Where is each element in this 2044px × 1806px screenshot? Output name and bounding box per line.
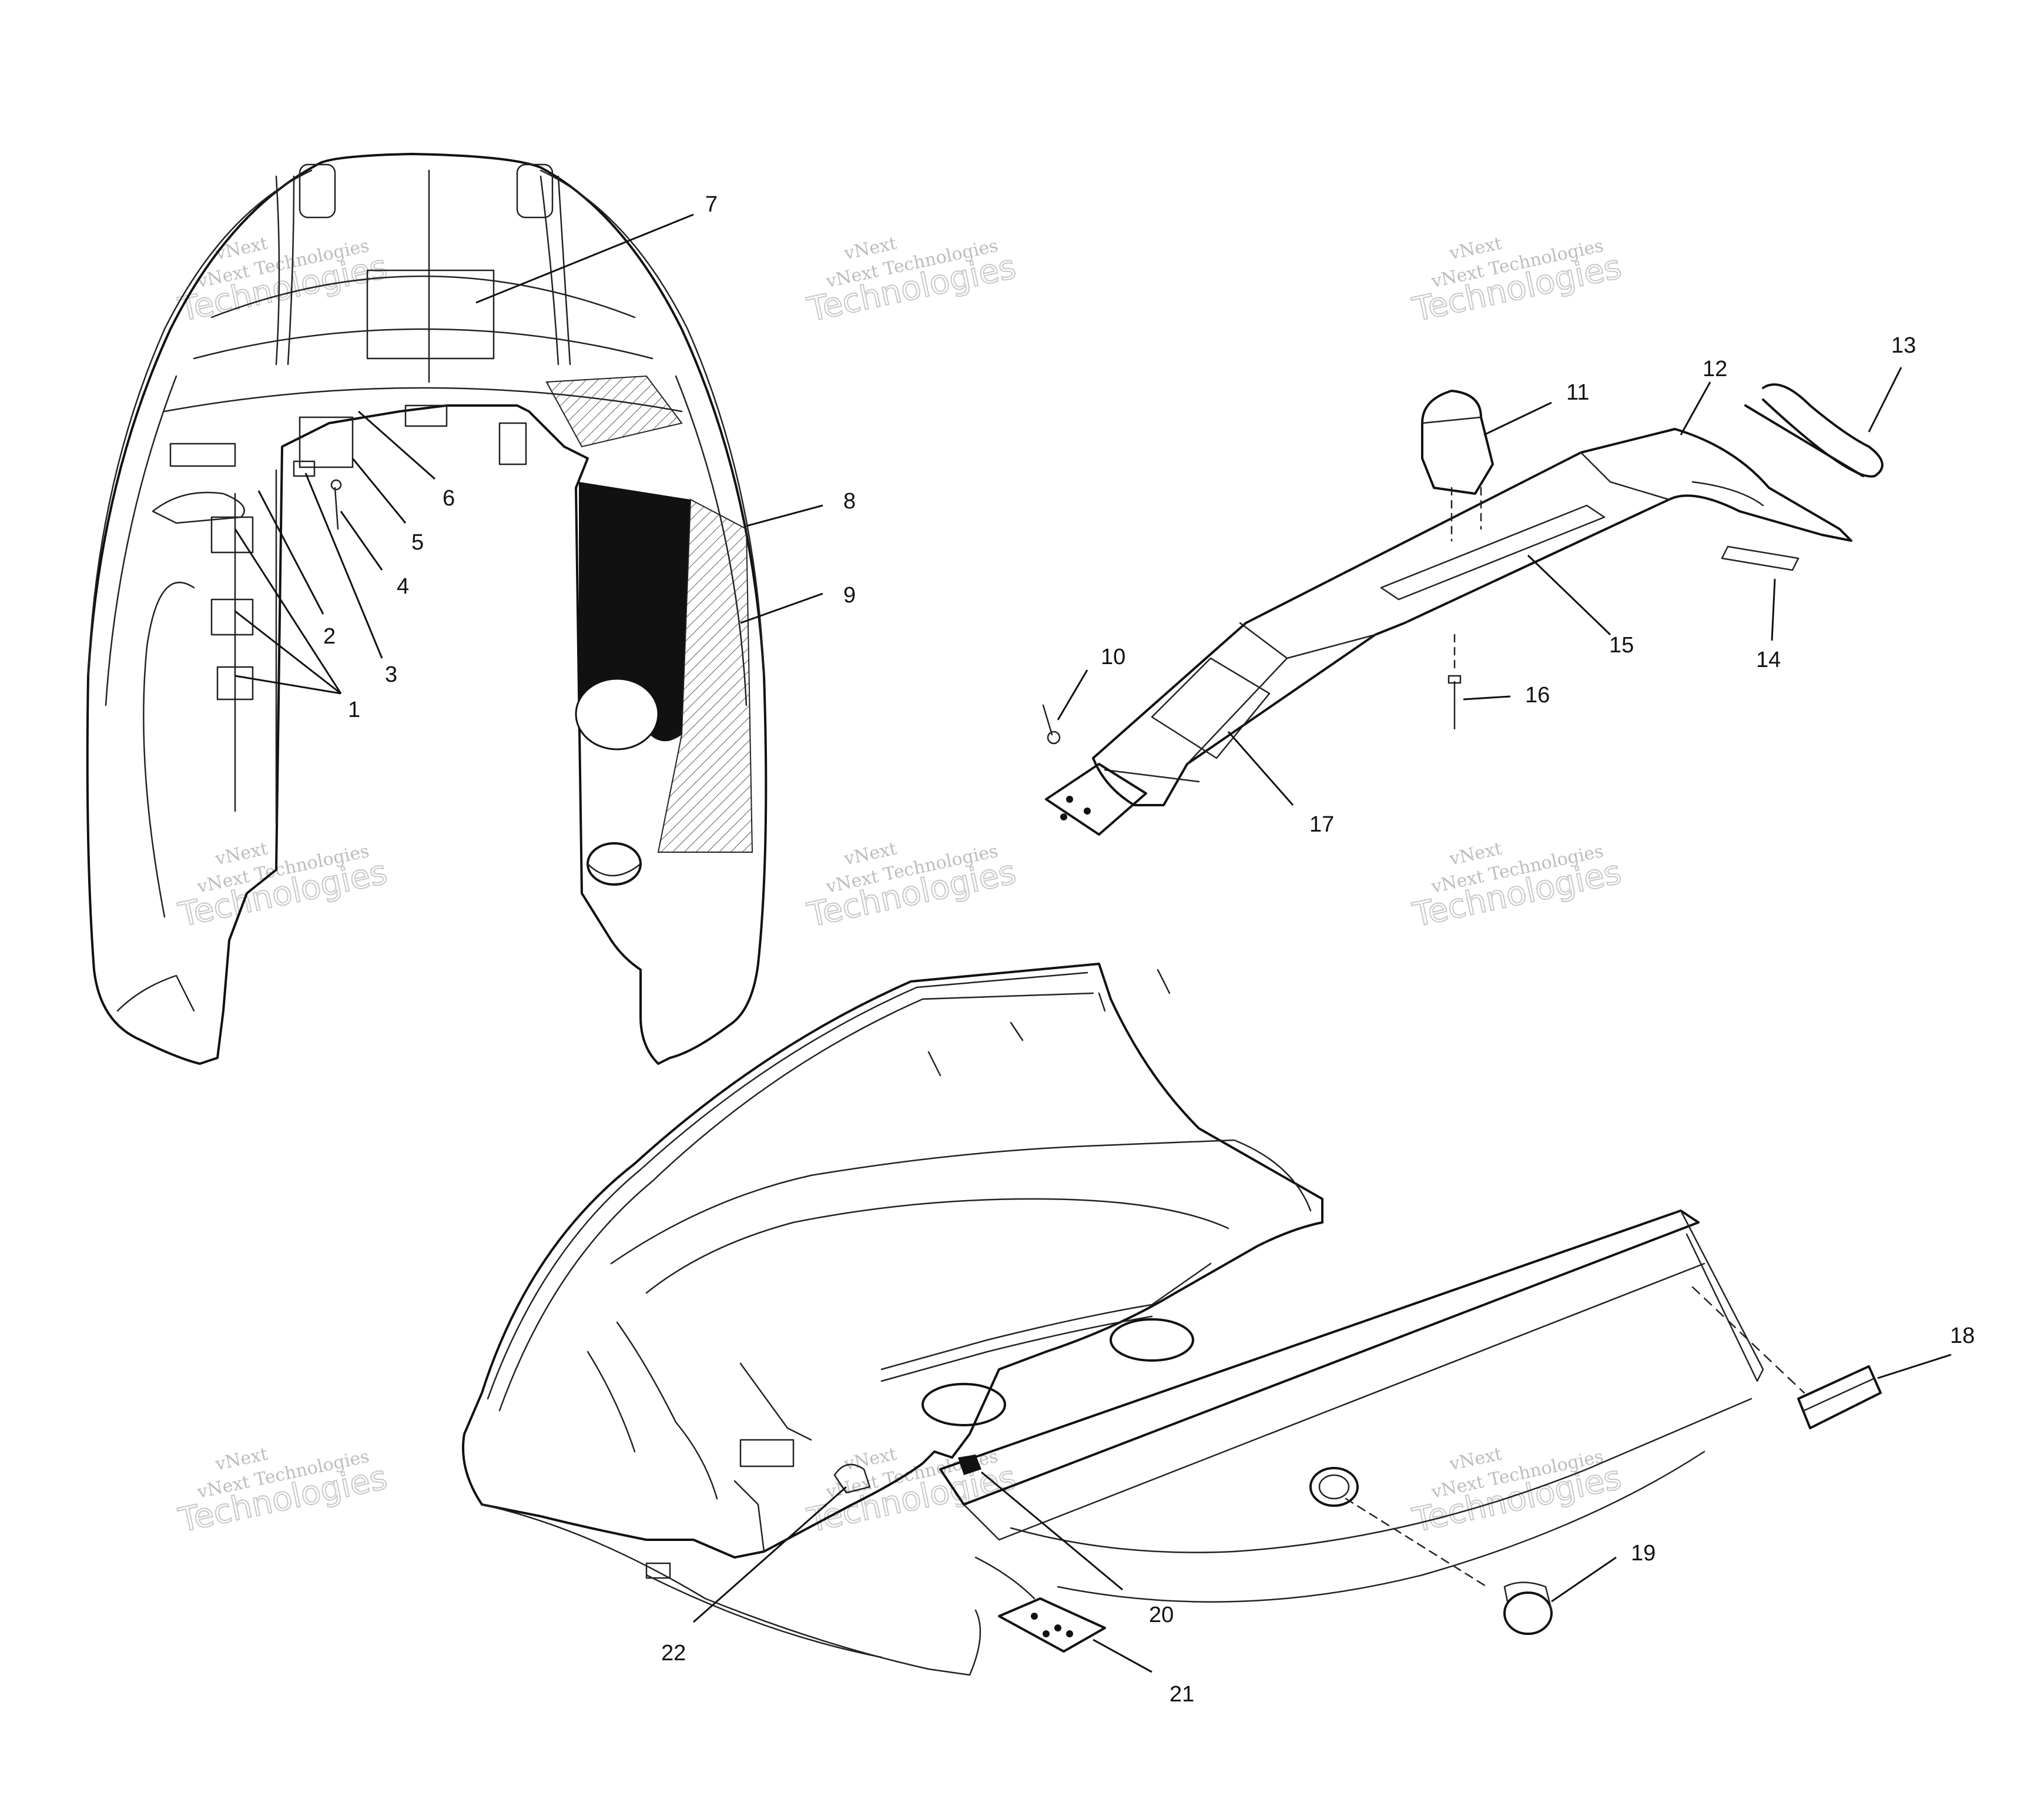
- callout-7: 7: [705, 192, 718, 217]
- callout-14: 14: [1756, 648, 1781, 672]
- watermark-7: vNext vNext Technologies Technologies: [175, 1444, 391, 1541]
- callout-22: 22: [661, 1641, 686, 1666]
- plate-21: [998, 1597, 1106, 1653]
- callout-19: 19: [1631, 1541, 1656, 1566]
- callout-13: 13: [1891, 333, 1916, 358]
- callout-10: 10: [1101, 645, 1125, 669]
- callout-15: 15: [1609, 633, 1634, 658]
- callout-9: 9: [843, 583, 856, 608]
- callout-17: 17: [1309, 812, 1334, 837]
- leader-lines: [234, 213, 1952, 1673]
- watermark-5: vNext vNext Technologies Technologies: [803, 839, 1020, 936]
- watermark-2: vNext vNext Technologies Technologies: [803, 233, 1020, 330]
- callout-5: 5: [411, 530, 424, 555]
- flap-assembly-view: [1042, 383, 1884, 836]
- callout-2: 2: [323, 624, 336, 649]
- lens-18: [1691, 1286, 1882, 1429]
- callout-16: 16: [1525, 683, 1550, 708]
- callout-labels: 1 2 3 4 5 6 7 8 9 10 11 12 13 14 15 16 1…: [323, 192, 1975, 1707]
- label-7-rect: [366, 269, 495, 360]
- callout-20: 20: [1149, 1603, 1174, 1627]
- callout-12: 12: [1703, 357, 1727, 381]
- callout-8: 8: [843, 489, 856, 514]
- callout-18: 18: [1950, 1323, 1975, 1348]
- black-panel-8: [579, 482, 691, 742]
- watermark-9: vNext vNext Technologies Technologies: [1409, 1444, 1625, 1541]
- hood-3d-view: [462, 963, 1882, 1676]
- callout-11: 11: [1566, 380, 1589, 405]
- watermark-6: vNext vNext Technologies Technologies: [1409, 839, 1625, 936]
- callout-4: 4: [397, 574, 409, 599]
- watermarks: vNext vNext Technologies Technologies vN…: [175, 233, 1625, 1541]
- callout-6: 6: [443, 486, 455, 511]
- watermark-8: vNext vNext Technologies Technologies: [803, 1444, 1020, 1541]
- hood-underside-view: [86, 153, 768, 1065]
- plug-19: [1503, 1581, 1553, 1635]
- callout-1: 1: [348, 698, 360, 722]
- callout-21: 21: [1170, 1682, 1194, 1707]
- watermark-3: vNext vNext Technologies Technologies: [1409, 233, 1625, 330]
- watermark-4: vNext vNext Technologies Technologies: [175, 839, 391, 936]
- callout-3: 3: [385, 662, 397, 687]
